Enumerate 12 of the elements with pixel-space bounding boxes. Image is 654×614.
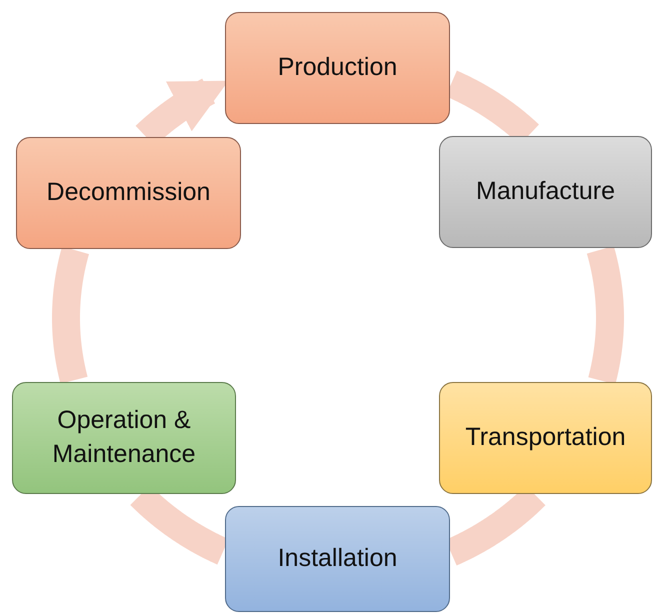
stage-label: Installation: [276, 543, 398, 574]
stage-label: Production: [276, 52, 398, 84]
stage-label: Decommission: [46, 177, 212, 208]
stage-label: Operation & Maintenance: [51, 405, 197, 470]
stage-label: Manufacture: [475, 176, 616, 208]
stage-box: [225, 506, 450, 612]
stage-box: [225, 12, 450, 124]
stage-box: [12, 382, 236, 494]
stage-box: [16, 137, 241, 249]
stage-label: Transportation: [464, 422, 627, 454]
stage-box: [439, 136, 652, 248]
stage-box: [439, 382, 652, 494]
